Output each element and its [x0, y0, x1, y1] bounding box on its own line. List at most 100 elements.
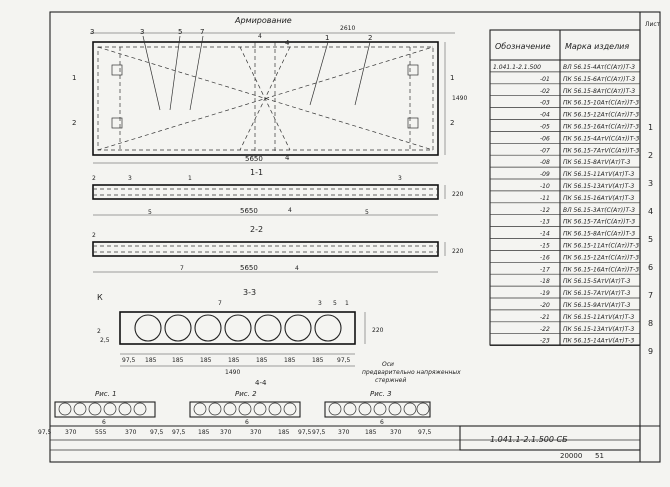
table-cell-code: -05	[540, 124, 550, 131]
plan-length: 5650	[245, 155, 263, 163]
callout-7-a: 7	[200, 28, 204, 36]
table-cell-code: -09	[540, 171, 550, 178]
table-cell-code: -03	[540, 100, 550, 107]
cs-dim-8: 97,5	[337, 357, 351, 364]
fig1-dim-4: 97,5	[150, 429, 164, 436]
cut-1-right: 1	[450, 74, 454, 82]
side-number: 1	[648, 123, 653, 132]
callout-3-d: 3	[398, 175, 402, 182]
fig3-dim-0: 97,5	[312, 429, 326, 436]
cut-label-bottom: 4	[285, 154, 290, 162]
cut-label-top: 4	[285, 39, 290, 47]
table-cell-code: -14	[540, 231, 550, 238]
table-cell-code: -13	[540, 219, 550, 226]
callout-2-c: 2	[92, 232, 96, 239]
table-cell-mark: ПК 56.15-9АтV(Ат)Т-3	[563, 302, 631, 309]
table-cell-mark: ВЛ 56.15-3Ат(С(Ат))Т-3	[563, 207, 635, 214]
figure-1-label: Рис. 1	[95, 390, 117, 398]
cs-total: 1490	[225, 369, 240, 376]
title-block: 1.041.1-2.1.500 СБ 20000 51	[459, 425, 641, 460]
table-cell-mark: ПК 56.15-16АтV(Ат)Т-3	[563, 195, 634, 202]
table-cell-mark: ПК 56.15-11АтV(Ат)Т-3	[563, 314, 634, 321]
table-cell-mark: ПК 56.15-12Ат(С(Ат))Т-3	[563, 112, 639, 119]
callout-3-e: 3	[318, 300, 322, 307]
section-2-2-height: 220	[452, 248, 464, 255]
figure-2: 4-4 Рис. 2 97,5 185 370 370 185 97,5 6	[172, 379, 312, 436]
callout-3-a: 3	[90, 28, 94, 36]
table-cell-mark: ПК 56.15-12Ат(С(Ат))Т-3	[563, 254, 639, 261]
cs-side-label: 2,5	[100, 337, 110, 344]
axis-note-1: Оси	[382, 361, 394, 368]
callout-5-d: 5	[333, 300, 337, 307]
fig3-dim-2: 185	[365, 429, 377, 436]
callout-2-b: 2	[92, 175, 96, 182]
callout-1-c: 1	[345, 300, 349, 307]
table-cell-mark: ПК 56.15-7АтV(С(Ат))Т-3	[563, 147, 640, 154]
table-cell-code: -06	[540, 135, 550, 142]
table-cell-mark: ПК 56.15-7Ат(С(Ат))Т-3	[563, 219, 635, 226]
table-cell-mark: ПК 56.15-11АтV(Ат)Т-3	[563, 171, 634, 178]
table-corner-label: Лист	[645, 21, 661, 28]
cut-1-left: 1	[72, 74, 76, 82]
table-cell-mark: ПК 56.15-8Ат(С(Ат))Т-3	[563, 88, 635, 95]
table-cell-mark: ПК 56.15-16Ат(С(Ат))Т-3	[563, 266, 639, 273]
table-cell-mark: ПК 56.15-6Ат(С(Ат))Т-3	[563, 76, 635, 83]
fig1-callout: 6	[102, 419, 106, 426]
side-number: 2	[648, 151, 653, 160]
table-col1-header: Обозначение	[495, 42, 551, 51]
fig1-dim-2: 555	[95, 429, 107, 436]
callout-3-c: 3	[128, 175, 132, 182]
callout-5-b: 5	[148, 209, 152, 216]
figure-3-label: Рис. 3	[370, 390, 392, 398]
fig2-dim-0: 97,5	[172, 429, 186, 436]
cs-dim-2: 185	[172, 357, 184, 364]
plan-view: Армирование 2610 1490 5650 4 4 4 1 1 2 2…	[72, 16, 467, 164]
cs-dim-3: 185	[200, 357, 212, 364]
cs-dim-1: 185	[145, 357, 157, 364]
callout-3-b: 3	[140, 28, 144, 36]
figure-1: Рис. 1 97,5 370 555 370 97,5 6	[38, 390, 164, 436]
mark-k: К	[97, 293, 103, 302]
slab-outline	[92, 41, 439, 156]
section-2-2-length: 5650	[240, 264, 258, 272]
table-cell-mark: ПК 56.15-8АтV(Ат)Т-3	[563, 159, 631, 166]
table-cell-mark: ПК 56.15-4АтV(С(Ат))Т-3	[563, 135, 640, 142]
table-cell-code: -17	[540, 266, 550, 273]
stamp-inventory: 20000	[560, 452, 582, 460]
fig1-dim-0: 97,5	[38, 429, 52, 436]
plan-top-width: 2610	[340, 25, 355, 32]
callout-7-b: 7	[180, 265, 184, 272]
plan-height: 1490	[452, 95, 467, 102]
table-cell-code: -01	[540, 76, 550, 83]
table-cell-code: -18	[540, 278, 550, 285]
section-1-1-height: 220	[452, 191, 464, 198]
sheet-frame	[49, 11, 661, 463]
section-3-3: 3-3 К 97,5 185 185 185 185 185 185 185 9…	[97, 288, 461, 384]
fig3-dim-4: 97,5	[418, 429, 432, 436]
table-cell-code: -22	[540, 326, 550, 333]
callout-4-a: 4	[288, 207, 292, 214]
section-1-1-length: 5650	[240, 207, 258, 215]
cs-dim-0: 97,5	[122, 357, 136, 364]
cs-dim-4: 185	[228, 357, 240, 364]
table-cell-code: -20	[540, 302, 550, 309]
cs-dim-5: 185	[256, 357, 268, 364]
section-2-2: 2-2 220 5650 2 7 4	[92, 225, 464, 273]
table-cell-code: -12	[540, 207, 550, 214]
cut-2-left: 2	[72, 119, 76, 127]
table-cell-code: -08	[540, 159, 550, 166]
table-cell-mark: ПК 56.15-13АтV(Ат)Т-3	[563, 326, 634, 333]
axis-note-3: стержней	[375, 377, 406, 384]
table-cell-code: -16	[540, 254, 550, 261]
cut-2-right: 2	[450, 119, 454, 127]
fig2-dim-3: 370	[250, 429, 262, 436]
table-cell-code: -19	[540, 290, 550, 297]
table-cell-code: -07	[540, 147, 550, 154]
side-number: 4	[648, 207, 653, 216]
marks-table: Обозначение Марка изделия 1.041.1-2.1.50…	[489, 21, 661, 356]
section-1-1: 1-1 220 5650 2 3 1 3 5 4 5	[92, 168, 464, 216]
fig1-dim-3: 370	[125, 429, 137, 436]
table-cell-mark: ПК 56.15-16Ат(С(Ат))Т-3	[563, 124, 639, 131]
